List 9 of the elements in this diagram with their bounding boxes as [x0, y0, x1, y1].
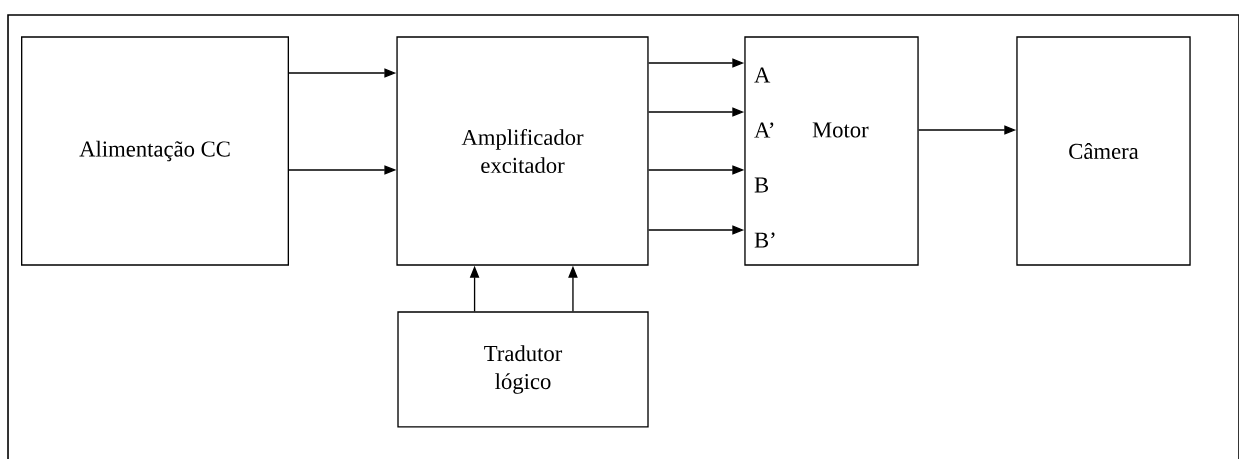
block-box: Tradutor lógico [397, 311, 649, 428]
pin-label: A [754, 67, 771, 83]
block-box: Alimentação CC [21, 36, 289, 266]
pin-label: B [754, 177, 768, 193]
pin-label: Motor [812, 122, 869, 138]
block-box: Amplificador excitador [396, 36, 649, 266]
pin-label: A’ [754, 122, 774, 138]
block-box: Câmera [1016, 36, 1191, 266]
pin-label: B’ [754, 232, 775, 248]
